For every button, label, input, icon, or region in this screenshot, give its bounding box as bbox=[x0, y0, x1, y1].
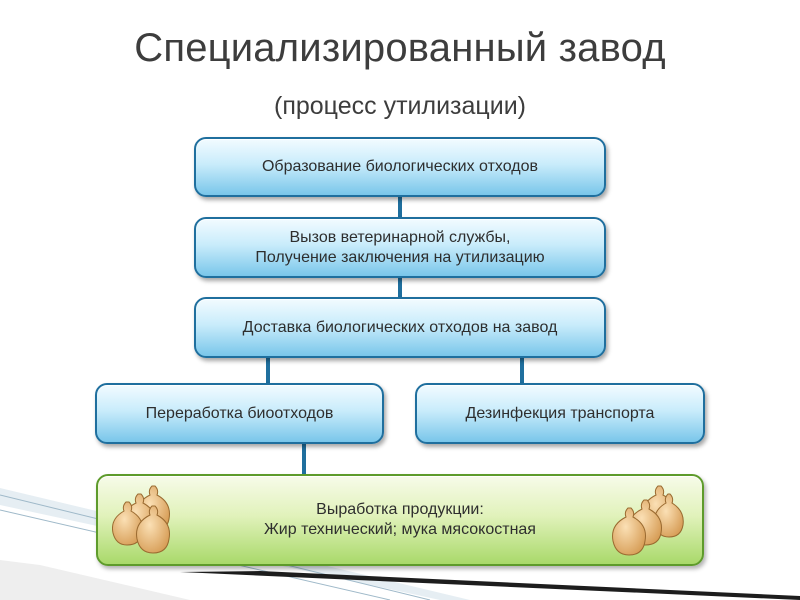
page-title: Специализированный завод bbox=[134, 26, 666, 70]
box-production: Выработка продукции: Жир технический; му… bbox=[96, 474, 704, 566]
box-formation-label: Образование биологических отходов bbox=[261, 158, 539, 175]
connector-1-2 bbox=[398, 195, 402, 218]
box-production-line2: Жир технический; мука мясокостная bbox=[264, 521, 536, 538]
connector-2-3 bbox=[398, 276, 402, 299]
connector-3-processing bbox=[266, 356, 270, 384]
box-delivery: Доставка биологических отходов на завод bbox=[194, 297, 606, 358]
box-vet-call: Вызов ветеринарной службы, Получение зак… bbox=[194, 217, 606, 278]
sacks-icon bbox=[612, 485, 684, 556]
box-vet-call-line2: Получение заключения на утилизацию bbox=[255, 248, 545, 266]
box-production-text: Выработка продукции: Жир технический; му… bbox=[264, 500, 536, 540]
box-disinfection-label: Дезинфекция транспорта bbox=[465, 404, 655, 422]
sacks-icon bbox=[112, 485, 170, 554]
box-formation: Образование биологических отходов bbox=[194, 137, 606, 197]
box-processing-label: Переработка биоотходов bbox=[145, 404, 334, 422]
box-disinfection: Дезинфекция транспорта bbox=[415, 383, 705, 444]
connector-3-disinfection bbox=[520, 356, 524, 384]
box-delivery-label: Доставка биологических отходов на завод bbox=[242, 318, 558, 336]
box-vet-call-line1: Вызов ветеринарной службы, bbox=[289, 228, 511, 246]
page-subtitle: (процесс утилизации) bbox=[274, 92, 526, 120]
box-processing: Переработка биоотходов bbox=[95, 383, 384, 444]
box-production-line1: Выработка продукции: bbox=[316, 501, 484, 518]
box-vet-call-text: Вызов ветеринарной службы, Получение зак… bbox=[255, 228, 544, 268]
connector-processing-production bbox=[302, 442, 306, 476]
